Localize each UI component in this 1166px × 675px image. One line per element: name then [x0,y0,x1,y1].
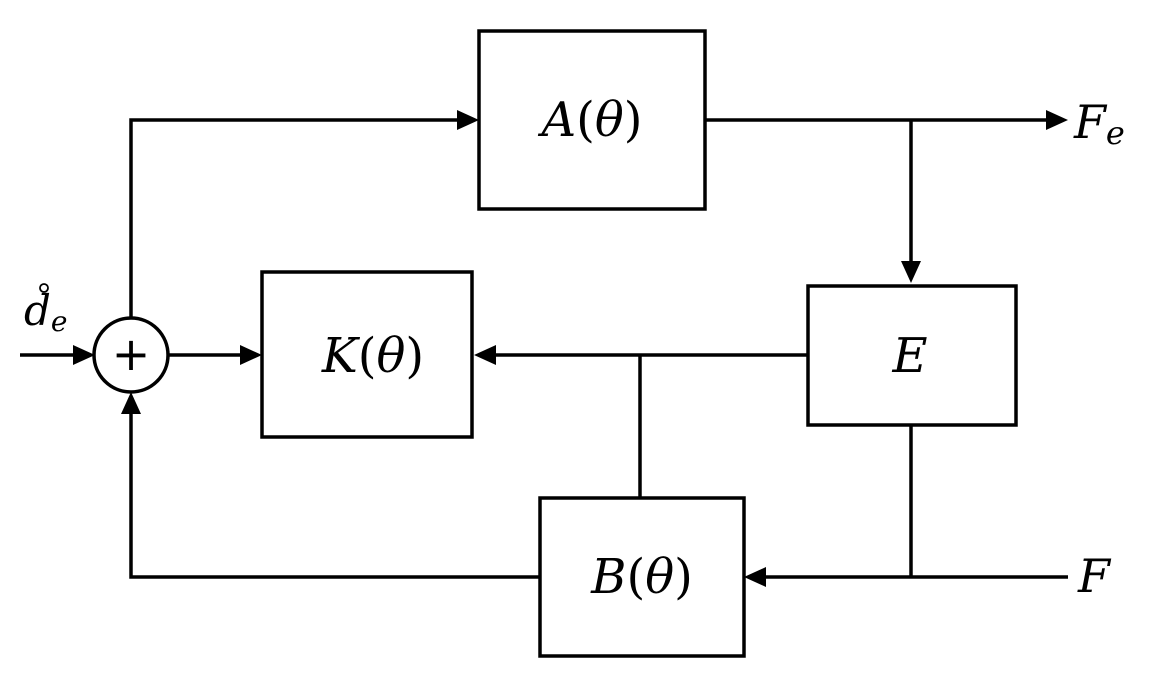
block-a-label: A(θ) [537,92,642,148]
summer-feedback-arrowhead [121,392,141,414]
block-a [477,29,707,211]
summer-plus-sign: + [112,327,151,381]
b-input-arrowhead [744,567,766,587]
block-b [538,496,746,658]
a-input-arrowhead [457,110,479,130]
summing-junction [92,316,170,394]
block-k [260,270,474,439]
input-ring-accent [39,283,49,293]
input-arrowhead [73,345,95,365]
block-e [806,284,1018,427]
e-input-arrowhead [901,261,921,283]
output-signal-label: Fe [1073,95,1125,152]
block-k-label: K(θ) [321,328,424,384]
k-feedback-arrowhead [474,345,496,365]
input-signal-label: de [24,286,67,338]
b-to-summer-wire [129,412,540,579]
output-arrowhead [1046,110,1068,130]
block-b-label: B(θ) [590,549,693,605]
summer-to-a-wire [129,118,460,318]
k-input-arrowhead [240,345,262,365]
block-e-label: E [891,328,927,384]
feed-signal-label: F [1077,549,1112,603]
